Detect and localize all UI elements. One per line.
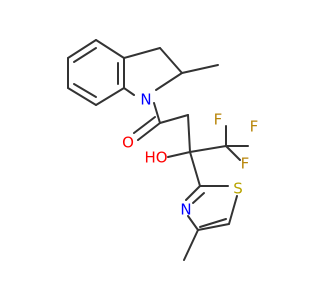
bond <box>189 151 201 187</box>
double-bond-inner <box>192 192 205 204</box>
bond <box>185 185 201 201</box>
structure-diagram: N O F F F HO N S <box>67 39 259 261</box>
atom-label-s-thiazole: S <box>233 180 243 198</box>
bond <box>123 47 161 59</box>
bond <box>183 229 199 261</box>
bond <box>187 215 199 231</box>
double-bond-inner <box>73 47 97 63</box>
bond <box>123 87 135 96</box>
bond <box>159 47 183 74</box>
bond <box>225 145 241 161</box>
bond <box>137 122 161 141</box>
double-bond-inner <box>73 83 97 98</box>
atom-label-f-2: F <box>250 118 259 136</box>
atom-label-f-1: F <box>214 111 223 129</box>
double-bond-inner <box>133 116 156 134</box>
bond <box>95 39 125 59</box>
bond <box>187 114 191 153</box>
bond <box>228 195 238 225</box>
bond <box>159 114 189 124</box>
bond <box>167 151 191 158</box>
bond <box>155 72 183 91</box>
bond <box>197 223 230 231</box>
double-bond-inner <box>199 218 227 228</box>
bond <box>181 64 219 74</box>
atom-label-n-indoline: N <box>140 91 151 109</box>
atom-label-hydroxyl: HO <box>144 149 167 167</box>
bond <box>67 87 97 106</box>
atom-label-f-3: F <box>241 155 250 173</box>
bond <box>67 39 97 59</box>
bond <box>189 145 227 153</box>
bond <box>95 87 125 106</box>
atom-label-n-thiazole: N <box>180 201 191 219</box>
bond <box>153 102 161 124</box>
atom-label-o-carbonyl: O <box>122 134 134 152</box>
molecule-canvas: N O F F F HO N S <box>67 39 259 261</box>
